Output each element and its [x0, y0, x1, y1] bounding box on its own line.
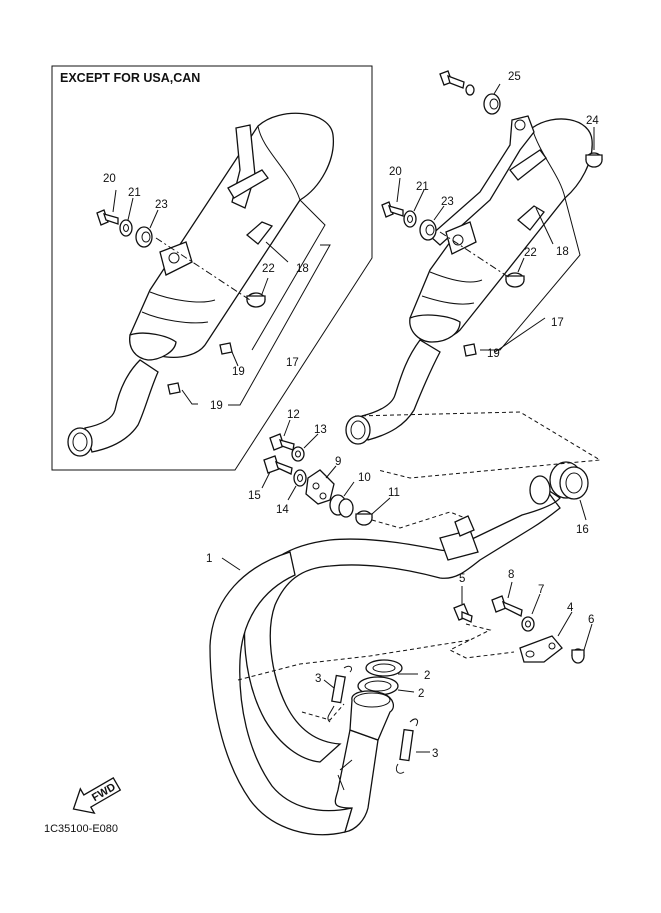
- label-20: 20: [389, 166, 402, 178]
- label-2a: 2: [424, 670, 430, 682]
- fwd-label: FWD: [90, 781, 118, 804]
- inset-title: EXCEPT FOR USA,CAN: [60, 71, 200, 85]
- label-19: 19: [487, 348, 500, 360]
- washer-14: [293, 469, 307, 487]
- washer-13: [291, 446, 305, 462]
- inset-bolt-19a: [219, 342, 233, 355]
- fwd-arrow-icon: FWD: [72, 777, 122, 815]
- collar-11: [355, 510, 373, 526]
- washer-7: [521, 616, 535, 632]
- inset-label-23: 23: [155, 199, 168, 211]
- label-24: 24: [586, 115, 599, 127]
- label-1: 1: [206, 553, 212, 565]
- collar-22: [505, 272, 525, 288]
- label-2b: 2: [418, 688, 424, 700]
- inset-collar-22: [246, 292, 266, 308]
- bolt-20: [381, 201, 404, 218]
- label-22: 22: [524, 247, 537, 259]
- grommet-25: [483, 93, 501, 115]
- diagram-code: 1C35100-E080: [44, 823, 118, 835]
- spring-3a: [327, 665, 353, 723]
- inset-washer-21: [119, 219, 133, 237]
- label-25: 25: [508, 71, 521, 83]
- inset-label-19b: 19: [210, 400, 223, 412]
- label-4: 4: [567, 602, 574, 614]
- label-3b: 3: [432, 748, 438, 760]
- bolt-25: [439, 70, 475, 96]
- label-15: 15: [248, 490, 261, 502]
- label-8: 8: [508, 569, 514, 581]
- washer-21: [403, 210, 417, 228]
- collar-6: [571, 648, 585, 664]
- damper-10: [329, 494, 354, 518]
- label-14: 14: [276, 504, 289, 516]
- inset-panel: EXCEPT FOR USA,CAN: [51, 65, 373, 471]
- bolt-5: [453, 603, 473, 623]
- inset-label-21: 21: [128, 187, 141, 199]
- inset-grommet-23: [135, 226, 153, 248]
- bracket-4: [519, 635, 563, 663]
- label-21: 21: [416, 181, 429, 193]
- bracket-9: [305, 469, 335, 505]
- muffler-17: [345, 115, 593, 445]
- gasket-2a: [365, 659, 403, 677]
- inset-bolt-20: [96, 209, 119, 226]
- label-18: 18: [556, 246, 569, 258]
- label-5: 5: [459, 573, 465, 585]
- inset-label-22: 22: [262, 263, 275, 275]
- bolt-12: [269, 433, 295, 451]
- label-9: 9: [335, 456, 341, 468]
- label-6: 6: [588, 614, 594, 626]
- label-10: 10: [358, 472, 371, 484]
- collar-24: [585, 152, 603, 168]
- label-17: 17: [551, 317, 564, 329]
- inset-label-18: 18: [296, 263, 309, 275]
- label-16: 16: [576, 524, 589, 536]
- inset-label-20: 20: [103, 173, 116, 185]
- gasket-16: [549, 461, 589, 500]
- inset-bolt-19b: [167, 382, 181, 395]
- grommet-23: [419, 219, 437, 241]
- label-23: 23: [441, 196, 454, 208]
- label-3a: 3: [315, 673, 321, 685]
- inset-muffler: [67, 112, 334, 457]
- pipe-inlet: [349, 690, 395, 741]
- spring-3b: [395, 718, 419, 774]
- label-13: 13: [314, 424, 327, 436]
- inset-label-17: 17: [286, 357, 299, 369]
- label-7: 7: [538, 584, 544, 596]
- exhaust-pipe-1: [209, 475, 561, 836]
- bolt-8: [491, 595, 523, 617]
- label-12: 12: [287, 409, 300, 421]
- bolt-19: [463, 343, 477, 357]
- label-11: 11: [388, 487, 400, 499]
- inset-label-19a: 19: [232, 366, 245, 378]
- bolt-15: [263, 455, 293, 475]
